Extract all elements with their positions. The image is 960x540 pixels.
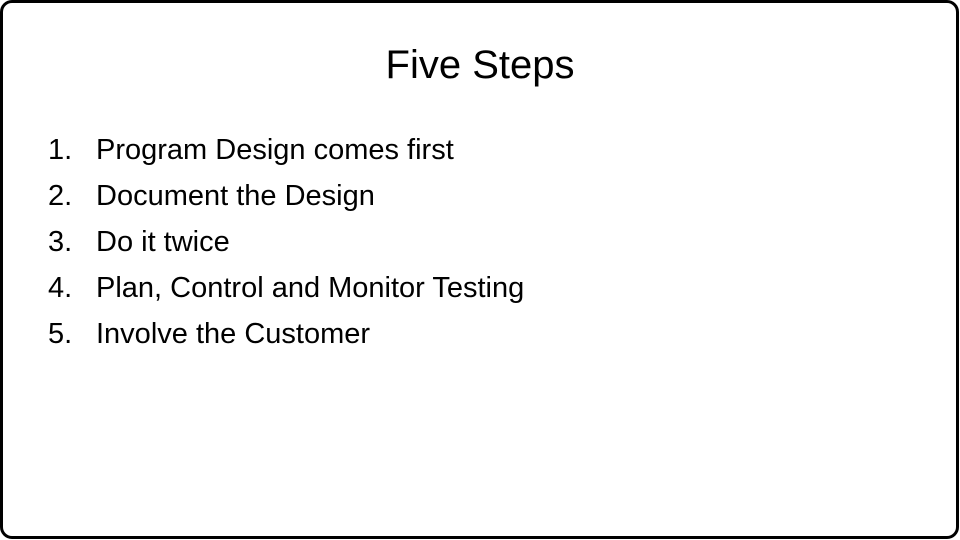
step-text: Program Design comes first [96, 134, 454, 166]
step-text: Involve the Customer [96, 318, 371, 350]
steps-list: 1. Program Design comes first 2. Documen… [48, 127, 920, 357]
slide-title: Five Steps [385, 43, 575, 87]
step-item: 3. Do it twice [48, 219, 920, 265]
step-text: Plan, Control and Monitor Testing [96, 272, 525, 304]
step-item: 2. Document the Design [48, 173, 920, 219]
step-item: 1. Program Design comes first [48, 127, 920, 173]
step-item: 4. Plan, Control and Monitor Testing [48, 265, 920, 311]
step-number: 1. [48, 134, 73, 166]
step-number: 5. [48, 318, 73, 350]
step-number: 4. [48, 272, 73, 304]
step-number: 2. [48, 180, 73, 212]
step-text: Document the Design [96, 180, 375, 212]
step-item: 5. Involve the Customer [48, 311, 920, 357]
step-number: 3. [48, 226, 73, 258]
step-text: Do it twice [96, 226, 230, 258]
